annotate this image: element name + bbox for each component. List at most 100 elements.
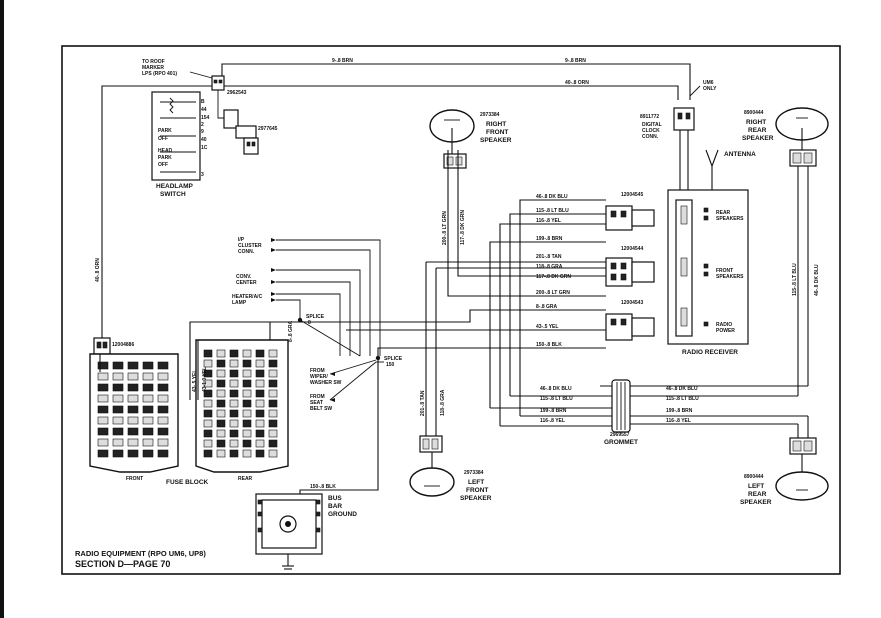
fuse-cavity	[127, 416, 139, 425]
svg-text:WIPER/: WIPER/	[310, 374, 328, 380]
fuse-cavity	[216, 369, 226, 378]
svg-text:8-.8 GRA: 8-.8 GRA	[288, 320, 294, 342]
fuse-cavity	[142, 383, 154, 392]
svg-text:46-.8 DK BLU: 46-.8 DK BLU	[536, 194, 568, 200]
fuse-cavity	[229, 369, 239, 378]
svg-text:200-.8 LT GRN: 200-.8 LT GRN	[536, 290, 570, 296]
radio-receiver: REAR SPEAKERS FRONT SPEAKERS RADIO POWER…	[667, 189, 749, 356]
fuse-cavity	[203, 409, 213, 418]
svg-text:HEADLAMP: HEADLAMP	[156, 183, 193, 190]
fuse-cavity	[97, 394, 109, 403]
wire-label-9-brn: 9-.8 BRN	[332, 58, 353, 64]
svg-text:MARKER: MARKER	[142, 65, 164, 71]
svg-text:SPEAKER: SPEAKER	[460, 495, 492, 502]
fuse-cavity	[268, 359, 278, 368]
fuse-cavity	[157, 416, 169, 425]
fuse-cavity	[203, 429, 213, 438]
fuse-cavity	[157, 427, 169, 436]
fuse-cavity	[242, 429, 252, 438]
fuse-cavity	[157, 405, 169, 414]
fuse-cavity	[255, 359, 265, 368]
svg-text:REAR: REAR	[748, 127, 767, 134]
svg-text:199-.8 BRN: 199-.8 BRN	[666, 408, 693, 414]
svg-text:200-.8 LT GRN: 200-.8 LT GRN	[442, 211, 448, 245]
fuse-cavity	[97, 383, 109, 392]
top-wires: 9-.8 BRN 9-.8 BRN 40-.8 ORN 40-.8 ORN	[95, 58, 691, 340]
fuse-cavity	[203, 369, 213, 378]
svg-text:CONV.: CONV.	[236, 274, 252, 280]
radio-harness: 46-.8 DK BLU 115-.8 LT BLU 116-.8 YEL 19…	[189, 150, 606, 486]
svg-text:46-.8 DK BLU: 46-.8 DK BLU	[540, 386, 572, 392]
svg-text:116-.8 YEL: 116-.8 YEL	[666, 418, 691, 424]
fuse-cavity	[127, 449, 139, 458]
fuse-cavity	[142, 394, 154, 403]
bus-bar-ground: 150-.8 BLK BUS BAR GROUND	[255, 484, 379, 570]
fuse-cavity	[255, 429, 265, 438]
fuse-cavity	[242, 409, 252, 418]
svg-text:LPS (RPO 401): LPS (RPO 401)	[142, 71, 177, 77]
svg-text:RIGHT: RIGHT	[746, 119, 766, 126]
fuse-cavity	[216, 399, 226, 408]
svg-text:2962543: 2962543	[227, 90, 247, 96]
svg-text:115-.8 LT BLU: 115-.8 LT BLU	[792, 263, 798, 296]
fuse-cavity	[229, 449, 239, 458]
fuse-cavity	[242, 419, 252, 428]
fuse-cavity	[229, 419, 239, 428]
radio-connectors: 12004545 12004544 12004543	[605, 192, 655, 341]
svg-text:CLUSTER: CLUSTER	[238, 243, 262, 249]
fuse-cavity	[112, 394, 124, 403]
fuse-cavity	[157, 449, 169, 458]
svg-text:117-.8 DK GRN: 117-.8 DK GRN	[536, 274, 571, 280]
fuse-cavity	[142, 372, 154, 381]
fuse-cavity	[157, 361, 169, 370]
svg-text:43-.5 YEL: 43-.5 YEL	[536, 324, 558, 330]
fuse-cavity	[255, 399, 265, 408]
caption-page: SECTION D—PAGE 70	[75, 559, 170, 569]
svg-text:LEFT: LEFT	[748, 483, 764, 490]
fuse-cavity	[97, 372, 109, 381]
left-margin-bar	[0, 0, 4, 618]
fuse-block: 12004886 FRONT REAR FUSE BLOCK 43-.5 YEL…	[89, 320, 294, 486]
fuse-cavity	[142, 416, 154, 425]
svg-text:REAR: REAR	[238, 476, 253, 482]
fuse-cavity	[112, 383, 124, 392]
fuse-cavity	[216, 349, 226, 358]
svg-text:12004886: 12004886	[112, 342, 134, 348]
fuse-cavity	[142, 361, 154, 370]
fuse-cavity	[97, 405, 109, 414]
fuse-cavity	[142, 449, 154, 458]
fuse-cavity	[216, 409, 226, 418]
wire-label-9-brn-2: 9-.8 BRN	[565, 58, 586, 64]
diagram-caption: RADIO EQUIPMENT (RPO UM6, UP8) SECTION D…	[75, 549, 206, 569]
fuse-cavity	[216, 379, 226, 388]
svg-text:CONN.: CONN.	[642, 134, 659, 140]
svg-text:FUSE BLOCK: FUSE BLOCK	[166, 479, 209, 486]
svg-text:2: 2	[201, 122, 204, 128]
svg-text:116-.8 YEL: 116-.8 YEL	[536, 218, 561, 224]
svg-text:SEAT: SEAT	[310, 400, 323, 406]
svg-text:OFF: OFF	[158, 136, 168, 142]
fuse-cavity	[97, 427, 109, 436]
fuse-cavity	[112, 427, 124, 436]
svg-text:150-.8 BLK: 150-.8 BLK	[310, 484, 336, 490]
svg-text:8911772: 8911772	[640, 114, 659, 120]
svg-text:118-.8 GRA: 118-.8 GRA	[440, 389, 446, 416]
svg-text:199-.8 BRN: 199-.8 BRN	[540, 408, 567, 414]
svg-text:46-.8 DK BLU: 46-.8 DK BLU	[814, 264, 820, 296]
svg-text:115-.8 LT BLU: 115-.8 LT BLU	[666, 396, 699, 402]
svg-text:HEATER/A/C: HEATER/A/C	[232, 294, 263, 300]
svg-text:BAR: BAR	[328, 503, 342, 510]
fuse-cavity	[97, 438, 109, 447]
fuse-cavity	[112, 361, 124, 370]
svg-text:RADIO: RADIO	[716, 322, 732, 328]
wire-label-40-orn: 40-.8 ORN	[565, 80, 589, 86]
fuse-cavity	[268, 409, 278, 418]
headlamp-switch: PARK OFF HEAD PARK OFF B 44 154 2 9 40 1…	[151, 91, 210, 198]
svg-text:SPEAKER: SPEAKER	[480, 137, 512, 144]
left-front-speaker: 2973384 LEFT FRONT SPEAKER	[409, 435, 492, 502]
svg-text:LAMP: LAMP	[232, 300, 247, 306]
svg-text:LEFT: LEFT	[468, 479, 484, 486]
svg-text:POWER: POWER	[716, 328, 735, 334]
antenna-icon: ANTENNA	[705, 149, 756, 190]
fuse-cavity	[255, 369, 265, 378]
